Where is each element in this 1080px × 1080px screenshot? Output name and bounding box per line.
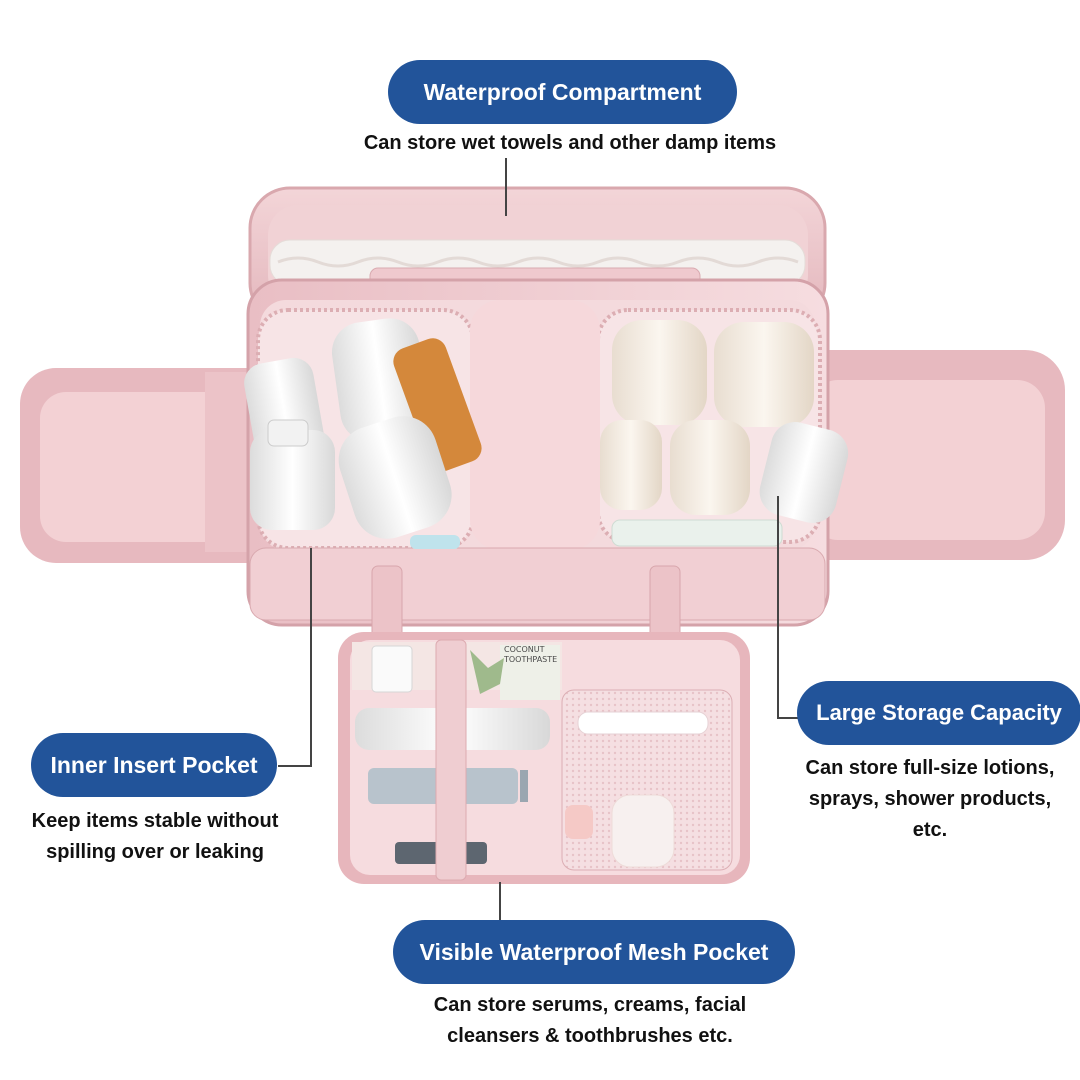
left-bottles	[244, 318, 482, 549]
inner-insert-title: Inner Insert Pocket	[31, 733, 277, 797]
lower-insert-panel	[338, 632, 750, 884]
right-flap	[760, 350, 1065, 560]
leader-line-storage	[777, 496, 800, 719]
waterproof-compartment-description: Can store wet towels and other damp item…	[363, 132, 777, 154]
large-storage-description: Can store full-size lotions, sprays, sho…	[805, 757, 1055, 841]
mesh-pocket-description: Can store serums, creams, facial cleanse…	[433, 994, 747, 1047]
inner-insert-description: Keep items stable without spilling over …	[31, 810, 279, 863]
toothpaste-label: COCONUT TOOTHPASTE	[504, 645, 558, 664]
leader-line-insert	[278, 548, 312, 767]
mesh-pocket-title: Visible Waterproof Mesh Pocket	[393, 920, 795, 984]
large-storage-title: Large Storage Capacity	[797, 681, 1080, 745]
waterproof-compartment-title: Waterproof Compartment	[388, 60, 737, 124]
right-bottles	[600, 320, 849, 547]
